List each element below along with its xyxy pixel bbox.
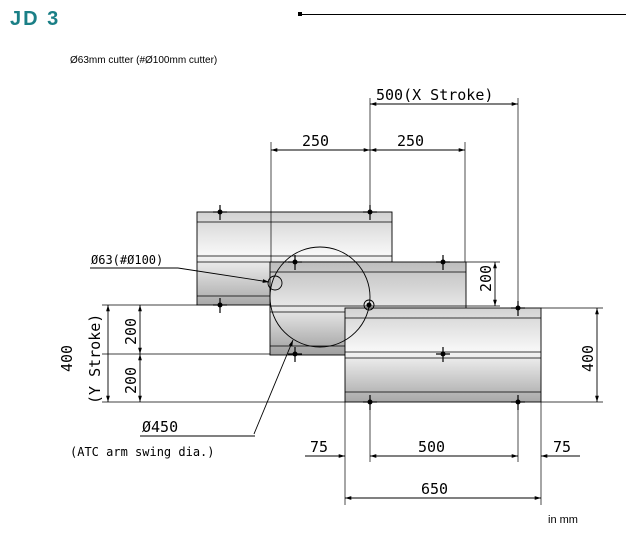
dimension-lines bbox=[106, 102, 599, 500]
cutter-size-label: Ø63(#Ø100) bbox=[91, 253, 163, 267]
dim-offset-200: 200 bbox=[477, 265, 495, 292]
swing-note-label: (ATC arm swing dia.) bbox=[70, 445, 215, 459]
dim-left-75: 75 bbox=[310, 438, 328, 456]
cutter-circle bbox=[267, 275, 283, 291]
dim-upper-200: 200 bbox=[122, 318, 140, 345]
extension-lines bbox=[102, 98, 603, 505]
page-title: JD 3 bbox=[10, 8, 61, 30]
dim-y-400: 400 bbox=[58, 345, 76, 372]
title-rule bbox=[300, 14, 626, 15]
x-stroke-label: 500(X Stroke) bbox=[376, 86, 493, 104]
swing-diameter-label: Ø450 bbox=[142, 418, 178, 436]
y-stroke-label: (Y Stroke) bbox=[86, 314, 104, 404]
leader-lines bbox=[90, 267, 294, 437]
dim-left-250: 250 bbox=[302, 132, 329, 150]
dim-right-75: 75 bbox=[553, 438, 571, 456]
atc-swing-circle bbox=[269, 246, 371, 348]
dim-total-650: 650 bbox=[421, 480, 448, 498]
dim-lower-200: 200 bbox=[122, 367, 140, 394]
cutter-note: Ø63mm cutter (#Ø100mm cutter) bbox=[70, 55, 218, 66]
dim-right-400: 400 bbox=[579, 345, 597, 372]
spindle-center-circle bbox=[363, 299, 375, 311]
unit-note: in mm bbox=[548, 514, 578, 526]
dim-mid-500: 500 bbox=[418, 438, 445, 456]
dim-right-250: 250 bbox=[397, 132, 424, 150]
